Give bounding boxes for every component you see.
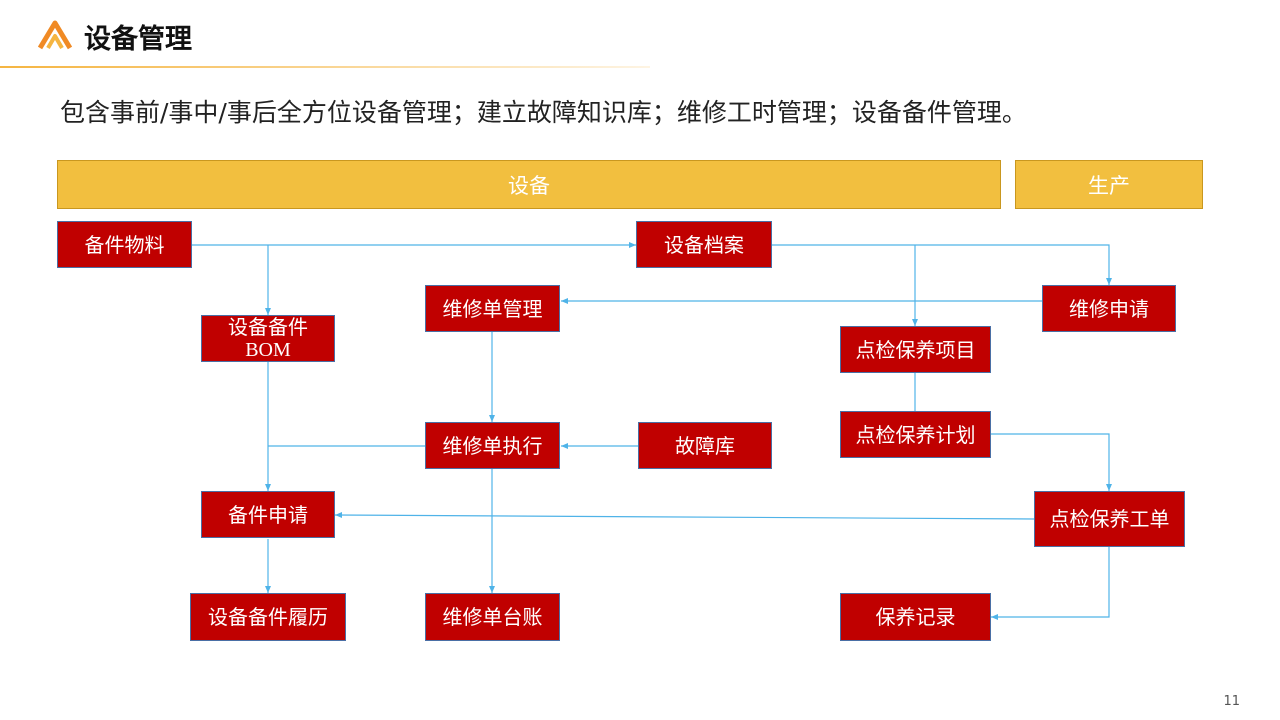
node-spare-request: 备件申请 — [201, 491, 335, 538]
page-subtitle: 包含事前/事中/事后全方位设备管理；建立故障知识库；维修工时管理；设备备件管理。 — [60, 98, 1027, 127]
edge-archive-to-request — [772, 244, 1112, 285]
node-repair-request-label: 维修申请 — [1069, 296, 1149, 321]
node-repair-order-execution-label: 维修单执行 — [442, 433, 543, 458]
title-divider — [0, 66, 650, 68]
edge-workorder-to-record — [991, 547, 1110, 620]
node-inspection-work-order: 点检保养工单 — [1034, 491, 1185, 547]
page-title: 设备管理 — [84, 24, 192, 55]
node-fault-library: 故障库 — [638, 422, 772, 469]
node-repair-order-management-label: 维修单管理 — [442, 296, 543, 321]
node-spare-history-label: 设备备件履历 — [208, 605, 328, 629]
node-repair-order-execution: 维修单执行 — [425, 422, 560, 469]
node-spare-history: 设备备件履历 — [190, 593, 346, 641]
node-spare-materials: 备件物料 — [57, 221, 192, 268]
node-maintenance-record-label: 保养记录 — [875, 605, 956, 629]
edge-workorder-to-spare-request — [334, 512, 1035, 520]
band-equipment-label: 设备 — [508, 173, 550, 198]
node-repair-order-management: 维修单管理 — [425, 285, 560, 332]
logo-icon — [38, 20, 72, 50]
node-spare-bom-label-line1: 设备备件 — [228, 314, 308, 339]
node-repair-request: 维修申请 — [1042, 285, 1176, 332]
node-maintenance-record: 保养记录 — [840, 593, 991, 641]
node-spare-bom-label-line2: BOM — [245, 338, 291, 361]
node-spare-materials-label: 备件物料 — [84, 232, 165, 257]
node-inspection-work-order-label: 点检保养工单 — [1049, 507, 1170, 531]
node-spare-request-label: 备件申请 — [228, 502, 308, 527]
node-spare-bom: 设备备件 BOM — [201, 315, 335, 362]
node-equipment-archive: 设备档案 — [636, 221, 772, 268]
edge-plan-to-workorder — [991, 433, 1112, 491]
node-fault-library-label: 故障库 — [675, 433, 735, 458]
band-production-label: 生产 — [1088, 173, 1130, 198]
band-equipment: 设备 — [57, 160, 1001, 209]
band-production: 生产 — [1015, 160, 1203, 209]
node-repair-ledger: 维修单台账 — [425, 593, 560, 641]
node-inspection-plan: 点检保养计划 — [840, 411, 991, 458]
page-number: 11 — [1223, 694, 1240, 709]
node-inspection-items: 点检保养项目 — [840, 326, 991, 373]
node-repair-ledger-label: 维修单台账 — [442, 605, 543, 629]
node-equipment-archive-label: 设备档案 — [664, 232, 744, 257]
node-inspection-plan-label: 点检保养计划 — [855, 422, 976, 447]
node-inspection-items-label: 点检保养项目 — [855, 337, 976, 362]
